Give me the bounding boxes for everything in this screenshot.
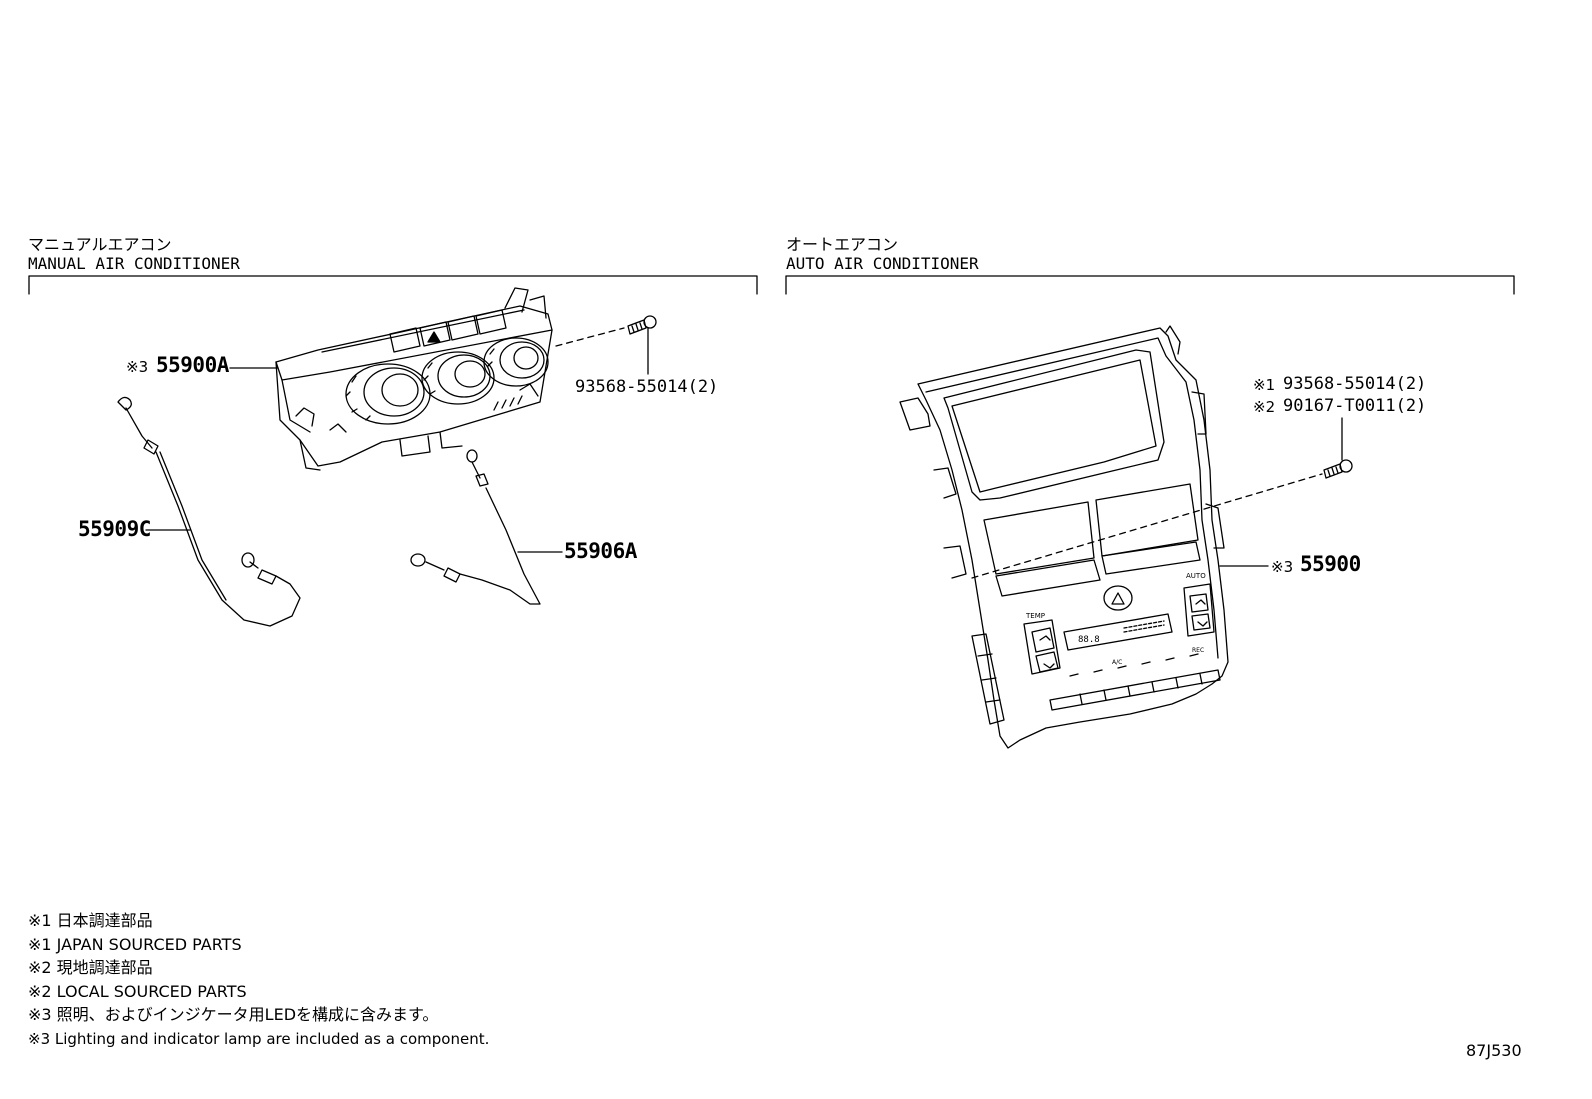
panel-display-readout: 88.8 <box>1078 635 1100 645</box>
callout-screw-auto-1[interactable]: 93568-55014(2) <box>1283 374 1427 394</box>
wire-harness-55906a[interactable] <box>411 450 540 604</box>
panel-label-ac: A/C <box>1112 659 1122 666</box>
note-3-jp: ※3 照明、およびインジケータ用LEDを構成に含みます。 <box>28 1005 439 1024</box>
callout-screw-auto-2-mark: ※2 <box>1253 398 1276 416</box>
manual-section-title-en: MANUAL AIR CONDITIONER <box>28 254 240 273</box>
note-2-en: ※2 LOCAL SOURCED PARTS <box>28 982 247 1001</box>
note-1-jp: ※1 日本調達部品 <box>28 911 153 930</box>
note-1-en: ※1 JAPAN SOURCED PARTS <box>28 935 242 954</box>
callout-55906a[interactable]: 55906A <box>564 539 637 563</box>
panel-label-temp: TEMP <box>1025 612 1045 620</box>
auto-ac-control-panel[interactable] <box>900 326 1228 748</box>
auto-section-bracket <box>786 276 1514 294</box>
callout-screw-manual[interactable]: 93568-55014(2) <box>575 377 719 397</box>
callout-screw-auto-1-mark: ※1 <box>1253 376 1276 394</box>
note-3-en: ※3 Lighting and indicator lamp are inclu… <box>28 1030 490 1048</box>
screw-manual-install-line <box>556 328 624 346</box>
manual-ac-control-unit[interactable] <box>276 288 552 470</box>
callout-55900[interactable]: 55900 <box>1300 552 1361 576</box>
callout-55909c[interactable]: 55909C <box>78 517 151 541</box>
callout-55900-mark: ※3 <box>1271 558 1294 576</box>
callout-55900a[interactable]: 55900A <box>156 353 229 377</box>
manual-section-bracket <box>29 276 757 294</box>
panel-label-auto: AUTO <box>1186 572 1206 580</box>
screw-auto-install-line <box>972 474 1322 578</box>
note-2-jp: ※2 現地調達部品 <box>28 958 153 977</box>
auto-section-title-en: AUTO AIR CONDITIONER <box>786 254 979 273</box>
figure-code: 87J530 <box>1466 1041 1522 1060</box>
wire-harness-55909c[interactable] <box>118 397 300 626</box>
screw-auto[interactable] <box>1324 460 1352 478</box>
screw-manual[interactable] <box>628 316 656 334</box>
manual-section-title-jp: マニュアルエアコン <box>28 235 172 254</box>
callout-screw-auto-2[interactable]: 90167-T0011(2) <box>1283 396 1427 416</box>
auto-section-title-jp: オートエアコン <box>786 235 899 254</box>
panel-label-rec: REC <box>1192 647 1204 654</box>
callout-55900a-mark: ※3 <box>126 358 149 376</box>
